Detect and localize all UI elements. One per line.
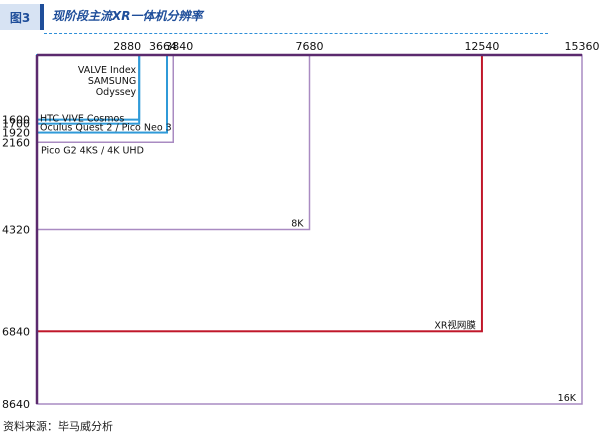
x-tick-label: 7680 — [296, 40, 324, 53]
figure-number-badge: 图3 — [0, 4, 40, 30]
rect-label: Pico G2 4KS / 4K UHD — [41, 145, 144, 156]
device-label: Odyssey — [96, 87, 137, 98]
y-tick-label: 8640 — [2, 398, 30, 411]
x-tick-label: 3840 — [165, 40, 193, 53]
figure-accent-bar — [40, 4, 44, 30]
rect-label: XR视网膜 — [434, 319, 476, 331]
figure-title: 现阶段主流XR一体机分辨率 — [52, 9, 203, 23]
figure-header: 图3 现阶段主流XR一体机分辨率 — [0, 0, 600, 36]
source-note: 资料来源：毕马威分析 — [3, 420, 113, 433]
device-label: VALVE Index — [78, 65, 137, 76]
x-tick-label: 15360 — [565, 40, 600, 53]
y-tick-label: 2160 — [2, 136, 30, 149]
device-label: SAMSUNG — [88, 76, 136, 87]
rect-label: 8K — [291, 219, 304, 230]
rect-label: Oculus Quest 2 / Pico Neo 3 — [40, 123, 172, 134]
title-divider — [44, 33, 548, 34]
y-tick-label: 1700 — [2, 118, 30, 131]
x-tick-label: 3664 — [149, 40, 177, 53]
y-tick-label: 1600 — [2, 114, 30, 127]
x-tick-label: 12540 — [464, 40, 499, 53]
x-tick-label: 2880 — [113, 40, 141, 53]
rect-label: 16K — [558, 393, 577, 404]
y-tick-label: 4320 — [2, 224, 30, 237]
y-tick-label: 6840 — [2, 325, 30, 338]
y-tick-label: 1920 — [2, 127, 30, 140]
rect-label: HTC VIVE Cosmos — [40, 114, 124, 125]
